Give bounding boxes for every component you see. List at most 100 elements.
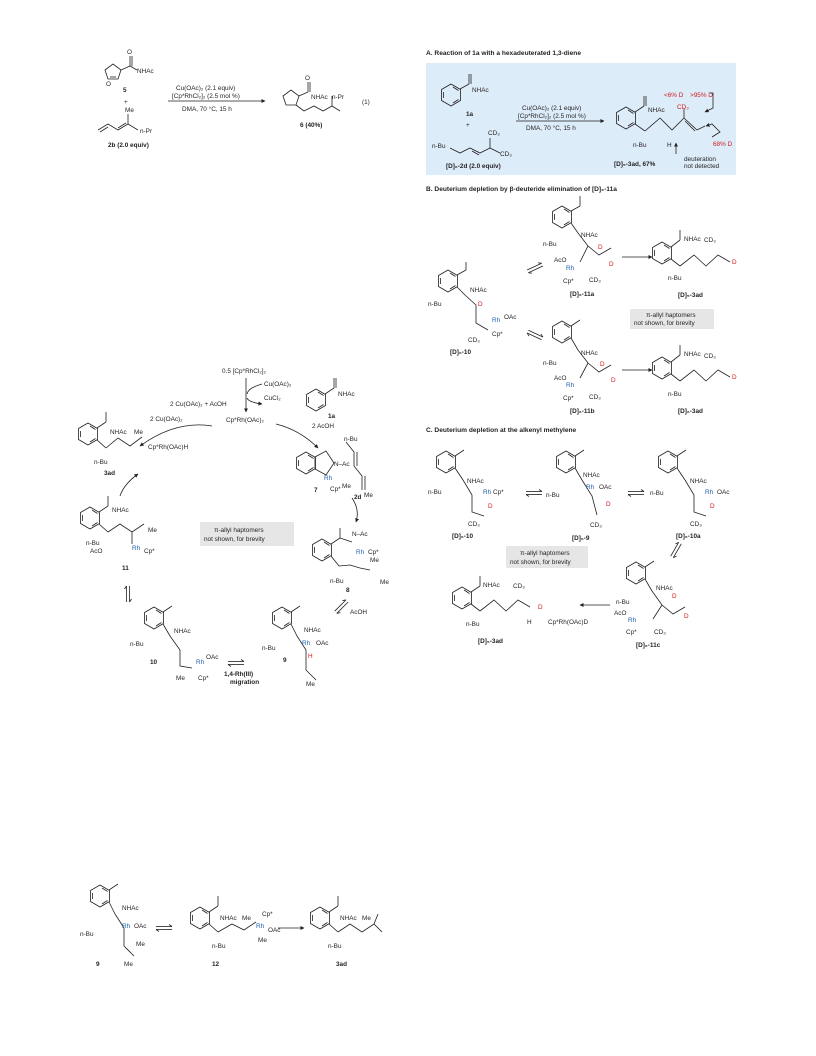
scheme1: O O NHAc 5 + Me n-Pr 2b (2.0 equiv) Cu(O… — [97, 49, 370, 149]
product-d5-3ad: NHAc n-Bu H CD₃ <6% D >95% D 68% D [D]₅-… — [614, 92, 733, 170]
product-3ad: NHAc Me n-Bu 3ad — [78, 412, 143, 477]
nbu-label: n-Bu — [668, 275, 682, 282]
annotation-arrow — [704, 92, 714, 113]
note-box — [506, 546, 588, 568]
d-label: D — [732, 259, 737, 266]
plus-sign: + — [124, 99, 128, 106]
d-label: D — [710, 503, 715, 510]
condition-line-2: [Cp*RhCl₂]₂ (2.5 mol %) — [172, 93, 240, 100]
intermediate-d6-10: NHAc n-Bu Rh OAc Cp* D CD₃ [D]₆-10 — [428, 262, 517, 356]
equilibrium-arrow — [332, 598, 350, 616]
nhac-label: NHAc — [656, 585, 673, 592]
cp-label: Cp* — [626, 629, 637, 636]
intermediate-c-d6-10: NHAc n-Bu Rh Cp* D CD₃ [D]₆-10 — [428, 449, 504, 540]
nac-label: N–Ac — [334, 461, 350, 468]
d-label: D — [732, 374, 737, 381]
compound-label-11: 11 — [122, 565, 129, 572]
oac-label: OAc — [134, 923, 147, 930]
note-text: not shown, for brevity — [634, 320, 696, 327]
nhac-label: NHAc — [684, 236, 701, 243]
rh-label: Rh — [132, 545, 141, 552]
me-label: Me — [148, 527, 157, 534]
catalytic-cycle: 0.5 [Cp*RhCl₂]₂ Cu(OAc)₂ CuCl₂ Cp*Rh(OAc… — [78, 368, 389, 688]
nbu-label: n-Bu — [546, 492, 560, 499]
nbu-label: n-Bu — [130, 641, 144, 648]
nhac-label: NHAc — [338, 391, 355, 398]
migration-label: migration — [230, 679, 259, 686]
note-text: π-allyl haptomers — [646, 312, 696, 319]
rh-hydride-label: Cp*Rh(OAc)H — [148, 444, 189, 451]
compound-label-3ad: 3ad — [336, 961, 347, 968]
compound-label-2b: 2b (2.0 equiv) — [108, 142, 149, 149]
d-label: D — [684, 613, 689, 620]
d-label: D — [488, 503, 493, 510]
cd3-label: CD₃ — [590, 522, 602, 529]
d-label: D — [606, 501, 611, 508]
section-a-title: A. Reaction of 1a with a hexadeuterated … — [426, 50, 581, 57]
nbu-label: n-Bu — [633, 142, 647, 149]
compound-label-d5-3ad: [D]₅-3ad, 67% — [614, 161, 656, 168]
section-b-title: B. Deuterium depletion by β-deuteride el… — [426, 186, 617, 193]
diene-2d: n-Bu Me Me 2d — [342, 436, 373, 501]
intermediate-d6-11b: NHAc n-Bu AcO Rh Cp* D D CD₃ [D]₆-11b — [543, 319, 616, 415]
cp-label: Cp* — [563, 278, 574, 285]
intermediate-c-d6-9: NHAc n-Bu Rh OAc D CD₃ [D]₆-9 — [546, 449, 612, 542]
o-label: O — [305, 75, 310, 82]
rh-label: Rh — [122, 923, 131, 930]
d-label: D — [609, 261, 614, 268]
intermediate-10: NHAc n-Bu Rh OAc Cp* Me 10 — [130, 605, 219, 682]
me-label: Me — [176, 675, 185, 682]
compound-label-10: 10 — [150, 659, 158, 666]
intermediate-c-d6-11c: NHAc n-Bu AcO Rh Cp* D D CD₃ [D]₆-11c — [614, 560, 689, 649]
compound-label-c-d6-10: [D]₆-10 — [452, 533, 473, 540]
npr-label: n-Pr — [332, 94, 345, 101]
byproduct-acoh: 2 AcOH — [312, 423, 334, 430]
equilibrium-arrow — [525, 261, 545, 275]
nhac-label: NHAc — [304, 627, 321, 634]
me-label: Me — [258, 937, 267, 944]
cd3-label: CD₃ — [654, 629, 666, 636]
deuterium-percent-1: <6% D — [664, 92, 684, 99]
cp-label: Cp* — [492, 331, 503, 338]
h-label: H — [667, 142, 672, 149]
compound-label-d6-11b: [D]₆-11b — [570, 408, 595, 415]
o-label: O — [127, 49, 132, 56]
intermediate-c-d6-10a: NHAc n-Bu Rh OAc D CD₃ [D]₆-10a — [650, 449, 730, 540]
compound-label-8: 8 — [346, 587, 350, 594]
intermediate-9: NHAc n-Bu Rh OAc H Me 9 — [262, 605, 329, 688]
nbu-label: n-Bu — [616, 599, 630, 606]
rh-label: Rh — [483, 489, 492, 496]
nhac-label: NHAc — [470, 287, 487, 294]
nhac-label: NHAc — [581, 232, 598, 239]
precatalyst-label: 0.5 [Cp*RhCl₂]₂ — [222, 368, 267, 375]
me-label: Me — [380, 579, 389, 586]
equation-number: (1) — [362, 99, 370, 106]
compound-label-d6-10: [D]₆-10 — [450, 349, 471, 356]
cd3-label: CD₃ — [690, 521, 702, 528]
me-label: Me — [124, 961, 133, 968]
compound-label-5: 5 — [123, 87, 127, 94]
d-label: D — [538, 604, 543, 611]
intermediate-12: NHAc Me Rh OAc Cp* Me n-Bu 12 — [190, 896, 281, 968]
d-label: D — [600, 361, 605, 368]
me-label: Me — [134, 429, 143, 436]
nbu-label: n-Bu — [330, 578, 344, 585]
compound-label-d6-11a: [D]₆-11a — [570, 291, 595, 298]
compound-label-2d: 2d — [354, 494, 362, 501]
nhac-label: NHAc — [684, 351, 701, 358]
note-text: π-allyl haptomers — [214, 527, 264, 534]
oac-label: OAc — [268, 927, 281, 934]
compound-label-1a: 1a — [466, 111, 474, 118]
reoxidation-label: 2 Cu(OAc)₂ + AcOH — [170, 401, 227, 408]
product-3ad-bottom: NHAc Me n-Bu 3ad — [310, 896, 383, 968]
product-c-d5-3ad: NHAc n-Bu CD₃ D H [D]₅-3ad — [452, 576, 543, 645]
compound-label-12: 12 — [212, 961, 220, 968]
nhac-label: NHAc — [472, 87, 489, 94]
note-box — [200, 522, 294, 546]
rh-label: Rh — [324, 475, 333, 482]
equilibrium-arrow — [668, 540, 684, 560]
d-label: D — [478, 301, 483, 308]
cd3-label: CD₃ — [704, 237, 716, 244]
equilibrium-arrow — [227, 659, 245, 667]
nbu-label: n-Bu — [344, 436, 358, 443]
